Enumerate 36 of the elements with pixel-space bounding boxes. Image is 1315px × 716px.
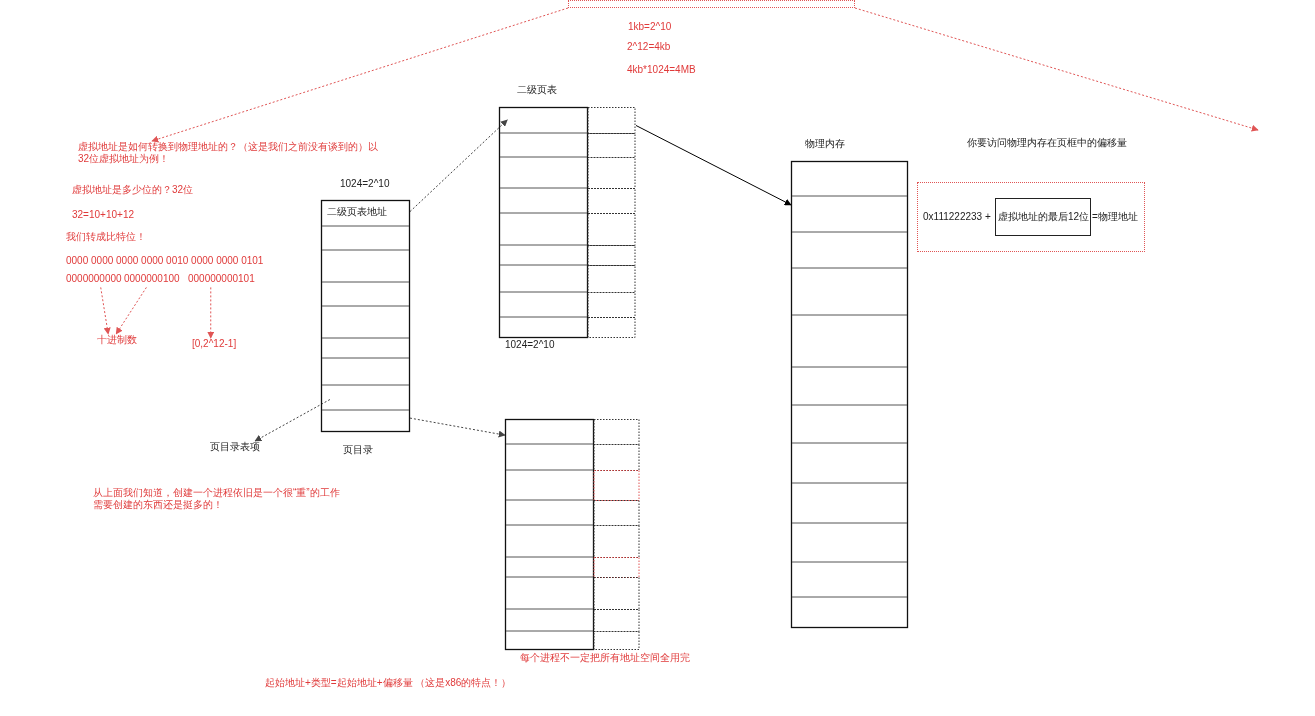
node-label: 每个进程不一定把所有地址空间全用完 xyxy=(520,652,690,664)
note-text: 从上面我们知道，创建一个进程依旧是一个很“重”的工作需要创建的东西还是挺多的！ xyxy=(93,487,341,511)
note-text: 4kb*1024=4MB xyxy=(627,64,696,76)
formula-text: 0x111222233 + xyxy=(923,211,991,223)
table-heading: 二级页表 xyxy=(517,84,557,96)
arrow xyxy=(207,286,215,339)
arrow xyxy=(409,417,506,438)
arrow xyxy=(254,399,331,442)
note-text: [0,2^12-1] xyxy=(192,338,237,350)
arrow xyxy=(409,119,508,213)
arrow xyxy=(100,286,111,335)
note-text: 起始地址+类型=起始地址+偏移量 （这是x86的特点！） xyxy=(265,677,512,689)
note-text: 0000000000 xyxy=(66,273,122,285)
table-heading: 物理内存 xyxy=(805,138,845,150)
note-text: 2^12=4kb xyxy=(627,41,671,53)
formula-text: =物理地址 xyxy=(1092,211,1138,223)
note-text: 我们转成比特位！ xyxy=(66,231,146,243)
note-text: 虚拟地址是如何转换到物理地址的？（这是我们之前没有谈到的）以32位虚拟地址为例！ xyxy=(78,141,379,165)
note-text: 你要访问物理内存在页框中的偏移量 xyxy=(967,137,1127,149)
arrow xyxy=(635,125,792,206)
note-text: 32=10+10+12 xyxy=(72,209,134,221)
note-text: 十进制数 xyxy=(97,334,137,346)
arrow xyxy=(115,286,147,335)
node-label: 1024=2^10 xyxy=(505,339,555,351)
highlight-box: 虚拟地址的最后12位 xyxy=(995,198,1091,236)
arrow xyxy=(854,7,1259,132)
cell-text: 二级页表地址 xyxy=(327,206,387,218)
note-text: 虚拟地址是多少位的？32位 xyxy=(72,184,194,196)
note-text: 页目录表项 xyxy=(210,441,260,453)
note-text: 1kb=2^10 xyxy=(628,21,672,33)
note-text: 0000 0000 0000 0000 0010 0000 0000 0101 xyxy=(66,255,264,267)
node-label: 1024=2^10 xyxy=(340,178,390,190)
note-text: 000000000101 xyxy=(188,273,255,285)
note-text: 0000000100 xyxy=(124,273,180,285)
node-label: 页目录 xyxy=(343,444,373,456)
arrow xyxy=(151,7,569,143)
